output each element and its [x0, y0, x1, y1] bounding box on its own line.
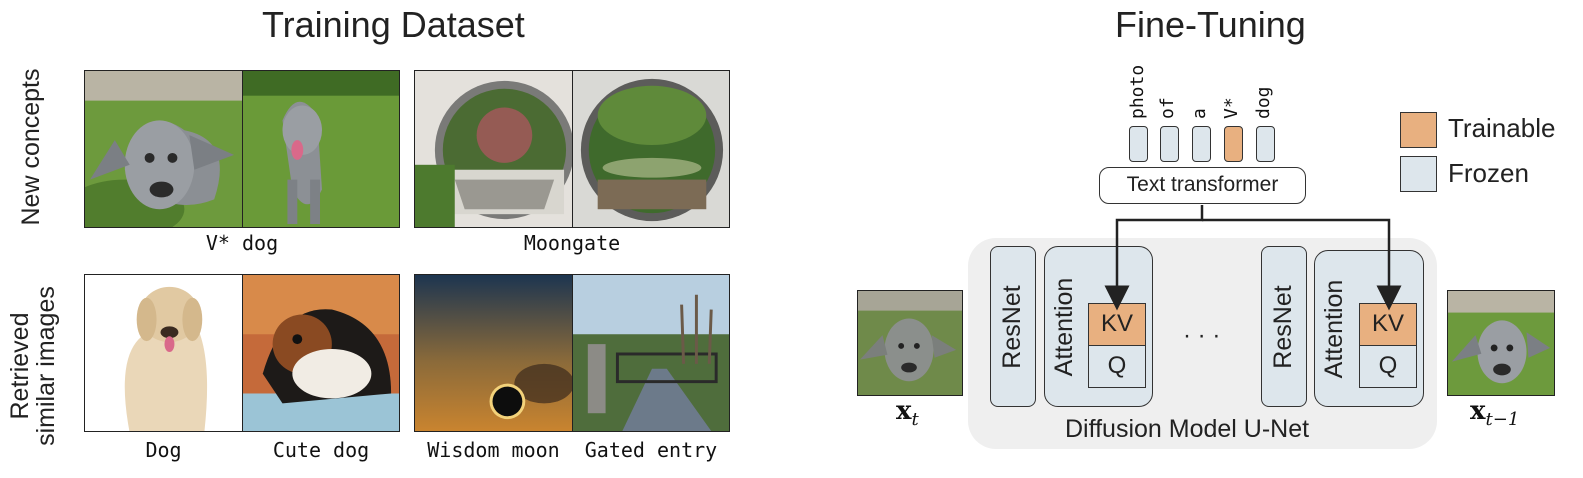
xt-image [857, 290, 963, 396]
kv-block-2: KV [1359, 303, 1417, 346]
token-photo [1129, 126, 1148, 162]
text-transformer-label: Text transformer [1126, 173, 1279, 196]
xt-label-base: x [896, 396, 912, 426]
gated-entry-photo [572, 274, 730, 432]
moongate-photo-1 [414, 70, 573, 228]
xt-label-sub: t [911, 409, 919, 431]
caption-dog: Dog [145, 438, 182, 462]
token-dog [1256, 126, 1275, 162]
xt-minus-1-label: xt−1 [1470, 396, 1519, 430]
moongate-photo-2 [572, 70, 730, 228]
token-a [1192, 126, 1211, 162]
caption-vdog: V* dog [205, 231, 279, 255]
q-block-1: Q [1088, 345, 1146, 388]
xt1-label-sub: t−1 [1485, 409, 1520, 431]
q-block-2: Q [1359, 345, 1417, 388]
fine-tuning-title: Fine-Tuning [1115, 4, 1306, 45]
token-vstar [1224, 126, 1243, 162]
unet-label: Diffusion Model U-Net [1065, 415, 1310, 443]
caption-wisdom-moon: Wisdom moon [427, 438, 560, 462]
xt-label: xt [896, 396, 919, 430]
token-of [1160, 126, 1179, 162]
cute-dog-photo [242, 274, 400, 432]
resnet-block-2 [1261, 246, 1307, 407]
kv-label-1: KV [1100, 310, 1133, 337]
caption-moongate: Moongate [523, 231, 621, 255]
legend-label-trainable: Trainable [1448, 113, 1556, 143]
resnet-block-1 [990, 246, 1036, 407]
q-label-1: Q [1107, 352, 1127, 379]
xt1-label-base: x [1470, 396, 1486, 426]
caption-gated-entry: Gated entry [584, 438, 718, 462]
text-transformer-box: Text transformer [1099, 167, 1306, 204]
legend-swatch-frozen [1400, 156, 1437, 192]
xt-minus-1-image [1447, 290, 1555, 396]
training-dataset-title: Training Dataset [262, 4, 525, 45]
wisdom-moon-photo [414, 274, 573, 432]
ellipsis: · · · [1183, 322, 1221, 349]
q-label-2: Q [1378, 352, 1398, 379]
kv-label-2: KV [1371, 310, 1404, 337]
caption-cute-dog: Cute dog [272, 438, 370, 462]
legend-swatch-trainable [1400, 112, 1437, 148]
legend-label-frozen: Frozen [1448, 158, 1529, 188]
vdog-photo-2 [242, 70, 400, 228]
vdog-photo-1 [84, 70, 243, 228]
dog-photo [84, 274, 243, 432]
